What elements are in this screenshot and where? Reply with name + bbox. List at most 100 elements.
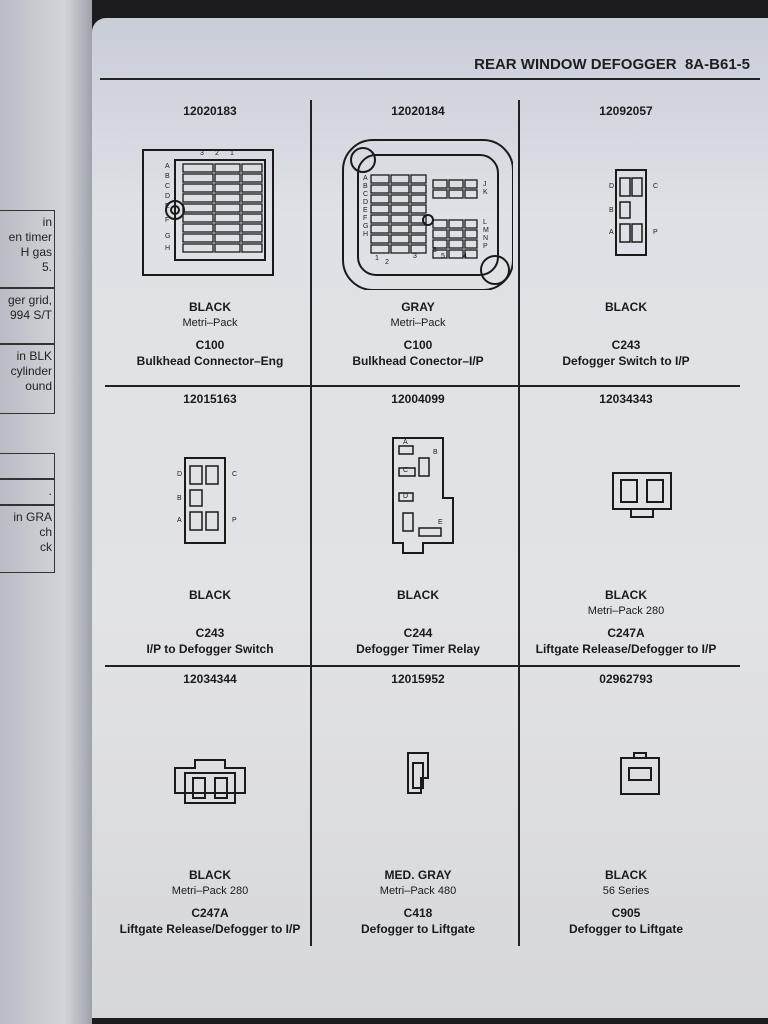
pin-label: D bbox=[609, 183, 614, 190]
pin-label: P bbox=[483, 243, 488, 250]
pin-label: C bbox=[403, 467, 408, 474]
divider bbox=[310, 100, 312, 946]
pin-label: E bbox=[363, 207, 368, 214]
connector-description: Defogger Switch to I/P bbox=[562, 354, 690, 368]
connector-id: C243 bbox=[195, 626, 225, 640]
pin-label: F bbox=[165, 217, 169, 224]
connector-id: C247A bbox=[191, 906, 229, 920]
part-number: 02962793 bbox=[599, 672, 653, 686]
pin-label: E bbox=[438, 519, 443, 526]
connector-id: C243 bbox=[611, 338, 641, 352]
fragment-text: . bbox=[48, 484, 52, 498]
manual-page: REAR WINDOW DEFOGGER 8A-B61-5 12020183 A… bbox=[92, 18, 768, 1018]
fragment-text: en timer bbox=[8, 230, 52, 244]
pin-label: A bbox=[363, 175, 368, 182]
fragment-text: 5. bbox=[41, 260, 52, 274]
connector-id: C905 bbox=[611, 906, 641, 920]
connector-cell: 12034344 BLACK Metri–Pack 280 C247A Lift… bbox=[105, 668, 315, 950]
fragment-text: in GRA bbox=[13, 510, 52, 524]
connector-face-drawing: D C B A P bbox=[609, 169, 658, 256]
connector-color: BLACK bbox=[605, 868, 647, 882]
fragment-text: ch bbox=[39, 525, 52, 539]
pin-label: M bbox=[483, 227, 489, 234]
pin-label: 2 bbox=[385, 259, 389, 266]
connector-description: Defogger to Liftgate bbox=[569, 922, 683, 936]
fragment-text: 994 S/T bbox=[9, 308, 52, 322]
connector-color: BLACK bbox=[605, 588, 647, 602]
divider bbox=[105, 665, 740, 667]
connector-series: Metri–Pack 280 bbox=[587, 605, 665, 617]
pin-label: B bbox=[609, 207, 614, 214]
pin-label: G bbox=[363, 223, 368, 230]
fragment-text: in bbox=[42, 215, 52, 229]
connector-color: BLACK bbox=[189, 868, 231, 882]
connector-id: C244 bbox=[403, 626, 433, 640]
connector-description: I/P to Defogger Switch bbox=[146, 642, 274, 656]
pin-label: D bbox=[363, 199, 368, 206]
pin-label: G bbox=[165, 233, 170, 240]
pin-label: F bbox=[363, 215, 367, 222]
connector-series: Metri–Pack 480 bbox=[379, 885, 457, 897]
connector-id: C418 bbox=[403, 906, 433, 920]
connector-series: Metri–Pack bbox=[182, 317, 238, 329]
connector-cell: 02962793 BLACK 56 Series C905 Defogger t… bbox=[521, 668, 731, 950]
connector-diagram: D C B A P bbox=[531, 130, 721, 290]
part-number: 12020183 bbox=[183, 104, 237, 118]
pin-label: A bbox=[177, 517, 182, 524]
connector-face-drawing bbox=[174, 759, 246, 804]
pin-label: 3 bbox=[200, 150, 204, 157]
connector-description: Defogger to Liftgate bbox=[361, 922, 475, 936]
pin-label: 1 bbox=[230, 150, 234, 157]
connector-face-drawing bbox=[620, 752, 660, 795]
part-number: 12004099 bbox=[391, 392, 445, 406]
connector-series: Metri–Pack bbox=[390, 317, 446, 329]
pin-label: P bbox=[653, 229, 658, 236]
pin-label: C bbox=[165, 183, 170, 190]
pin-label: C bbox=[653, 183, 658, 190]
pin-label: H bbox=[363, 231, 368, 238]
pin-label: H bbox=[165, 245, 170, 252]
pin-label: P bbox=[232, 517, 237, 524]
connector-diagram bbox=[323, 698, 513, 858]
connector-diagram bbox=[531, 698, 721, 858]
pin-label: E bbox=[165, 203, 170, 210]
pin-label: 1 bbox=[375, 255, 379, 262]
connector-color: BLACK bbox=[189, 300, 231, 314]
pin-label: D bbox=[165, 193, 170, 200]
page-number: 8A-B61-5 bbox=[684, 56, 750, 73]
connector-color: MED. GRAY bbox=[384, 868, 452, 882]
part-number: 12092057 bbox=[599, 104, 653, 118]
connector-cell: 12034343 BLACK Metri–Pack 280 C247A Lift… bbox=[521, 388, 731, 670]
part-number: 12034344 bbox=[183, 672, 237, 686]
connector-description: Bulkhead Conector–I/P bbox=[352, 354, 484, 368]
pin-label: B bbox=[363, 183, 368, 190]
pin-label: 2 bbox=[215, 150, 219, 157]
part-number: 12015163 bbox=[183, 392, 237, 406]
fragment-text: cylinder bbox=[10, 364, 52, 378]
connector-diagram bbox=[531, 418, 721, 578]
pin-label: D bbox=[403, 493, 408, 500]
part-number: 12034343 bbox=[599, 392, 653, 406]
section-title: REAR WINDOW DEFOGGER bbox=[474, 56, 677, 73]
connector-id: C100 bbox=[195, 338, 225, 352]
fragment-text: in BLK bbox=[16, 349, 52, 363]
pin-label: N bbox=[483, 235, 488, 242]
page-title: REAR WINDOW DEFOGGER 8A-B61-5 bbox=[474, 56, 750, 73]
pin-label: A bbox=[609, 229, 614, 236]
connector-description: Liftgate Release/Defogger to I/P bbox=[119, 922, 301, 936]
fragment-text: ck bbox=[40, 540, 52, 554]
fragment-text: ger grid, bbox=[7, 293, 52, 307]
